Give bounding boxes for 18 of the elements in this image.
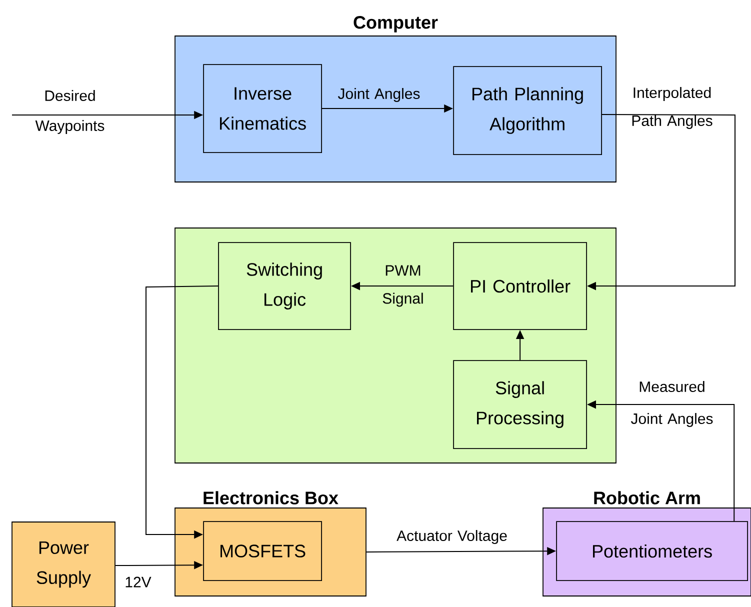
node-label: Robotic Arm <box>594 491 700 504</box>
process-box: Signal Processing <box>453 360 587 449</box>
process-box: Inverse Kinematics <box>203 64 322 153</box>
process-box: Power Supply <box>12 522 116 607</box>
edge-label: Actuator Voltage <box>396 530 507 544</box>
edge-label: PWM Signal <box>382 265 423 307</box>
edge-label: Interpolated Path Angles <box>632 87 712 129</box>
edge-label: Measured Joint Angles <box>630 381 713 427</box>
edge-label: 12V <box>126 576 152 588</box>
edge-label: Joint Angles <box>338 88 420 102</box>
process-box: PI Controller <box>453 242 587 330</box>
node-label: Electronics Box <box>204 491 338 504</box>
edge-label: Desired Waypoints <box>35 90 104 134</box>
process-box: Path Planning Algorithm <box>453 66 602 155</box>
process-box: Switching Logic <box>218 242 351 330</box>
process-box: Potentiometers <box>556 521 748 581</box>
node-label: Computer <box>354 16 438 32</box>
process-box: MOSFETS <box>203 521 322 581</box>
